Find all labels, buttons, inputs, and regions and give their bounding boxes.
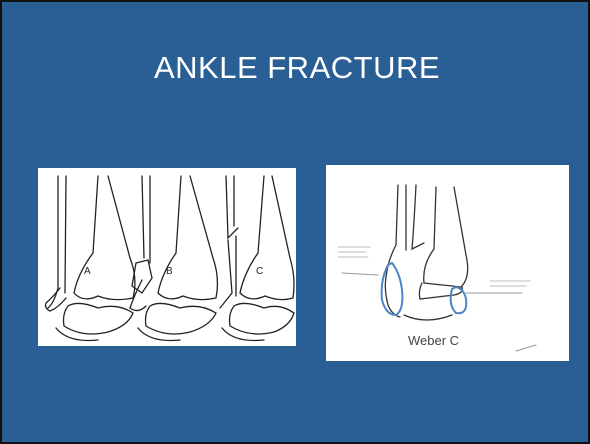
ankle-types-illustration: A B C: [38, 168, 296, 346]
ankle-diagram-a: A: [46, 176, 135, 341]
fibula-outline: [385, 185, 400, 317]
annotation-text-right: [490, 281, 530, 286]
ankle-diagram-b: B: [130, 176, 217, 341]
diagram-label-b: B: [166, 266, 173, 277]
annotation-text-left: [338, 247, 370, 257]
weber-c-caption: Weber C: [408, 333, 459, 348]
diagram-label-a: A: [84, 266, 91, 277]
weber-c-illustration: Weber C: [326, 165, 569, 361]
ankle-diagram-c: C: [220, 176, 294, 341]
diagram-label-c: C: [256, 266, 263, 277]
annotation-line-left: [342, 273, 378, 275]
slide-title: ANKLE FRACTURE: [2, 50, 590, 86]
